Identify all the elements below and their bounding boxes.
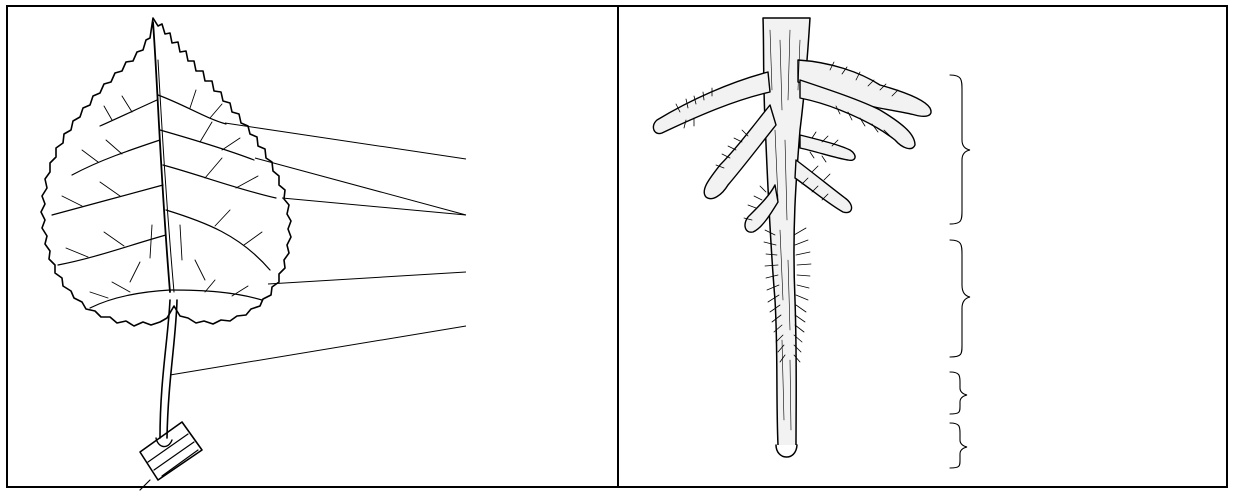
leaf-midrib [153,22,170,292]
leaf-vein [160,130,254,160]
leaf-vein [100,100,157,126]
leaf-vein [72,140,160,175]
bracket-root-hair-zone [950,240,970,357]
stem-segment-texture [140,434,198,490]
leaf-midrib-inner [158,60,174,292]
leaf-vein [58,235,166,265]
leaf-vein [170,290,262,300]
leaf-illustration [41,18,291,490]
leaf-vein [163,165,276,198]
bracket-branching-zone [950,75,970,224]
root-illustration [653,18,931,457]
leaf-pointer-lines [170,123,466,375]
leaf-vein [158,95,226,124]
root-brackets [950,75,970,468]
lateral-root [653,72,770,134]
root-cap [776,445,797,457]
bracket-growth-zone [950,372,967,414]
lateral-root [704,105,776,199]
bracket-root-cap-zone [950,423,967,468]
lateral-root [800,135,855,160]
lateral-root [795,160,852,213]
leaf-vein-branch [190,90,262,296]
leaf-vein [90,290,170,308]
pointer-line [170,326,466,375]
stem-segment [140,422,202,480]
pointer-line [268,272,466,284]
pointer-line [225,123,466,159]
pointer-line [255,158,466,215]
pointer-line [282,198,466,215]
leaf-vein [52,185,163,215]
leaf-vein [166,210,270,270]
